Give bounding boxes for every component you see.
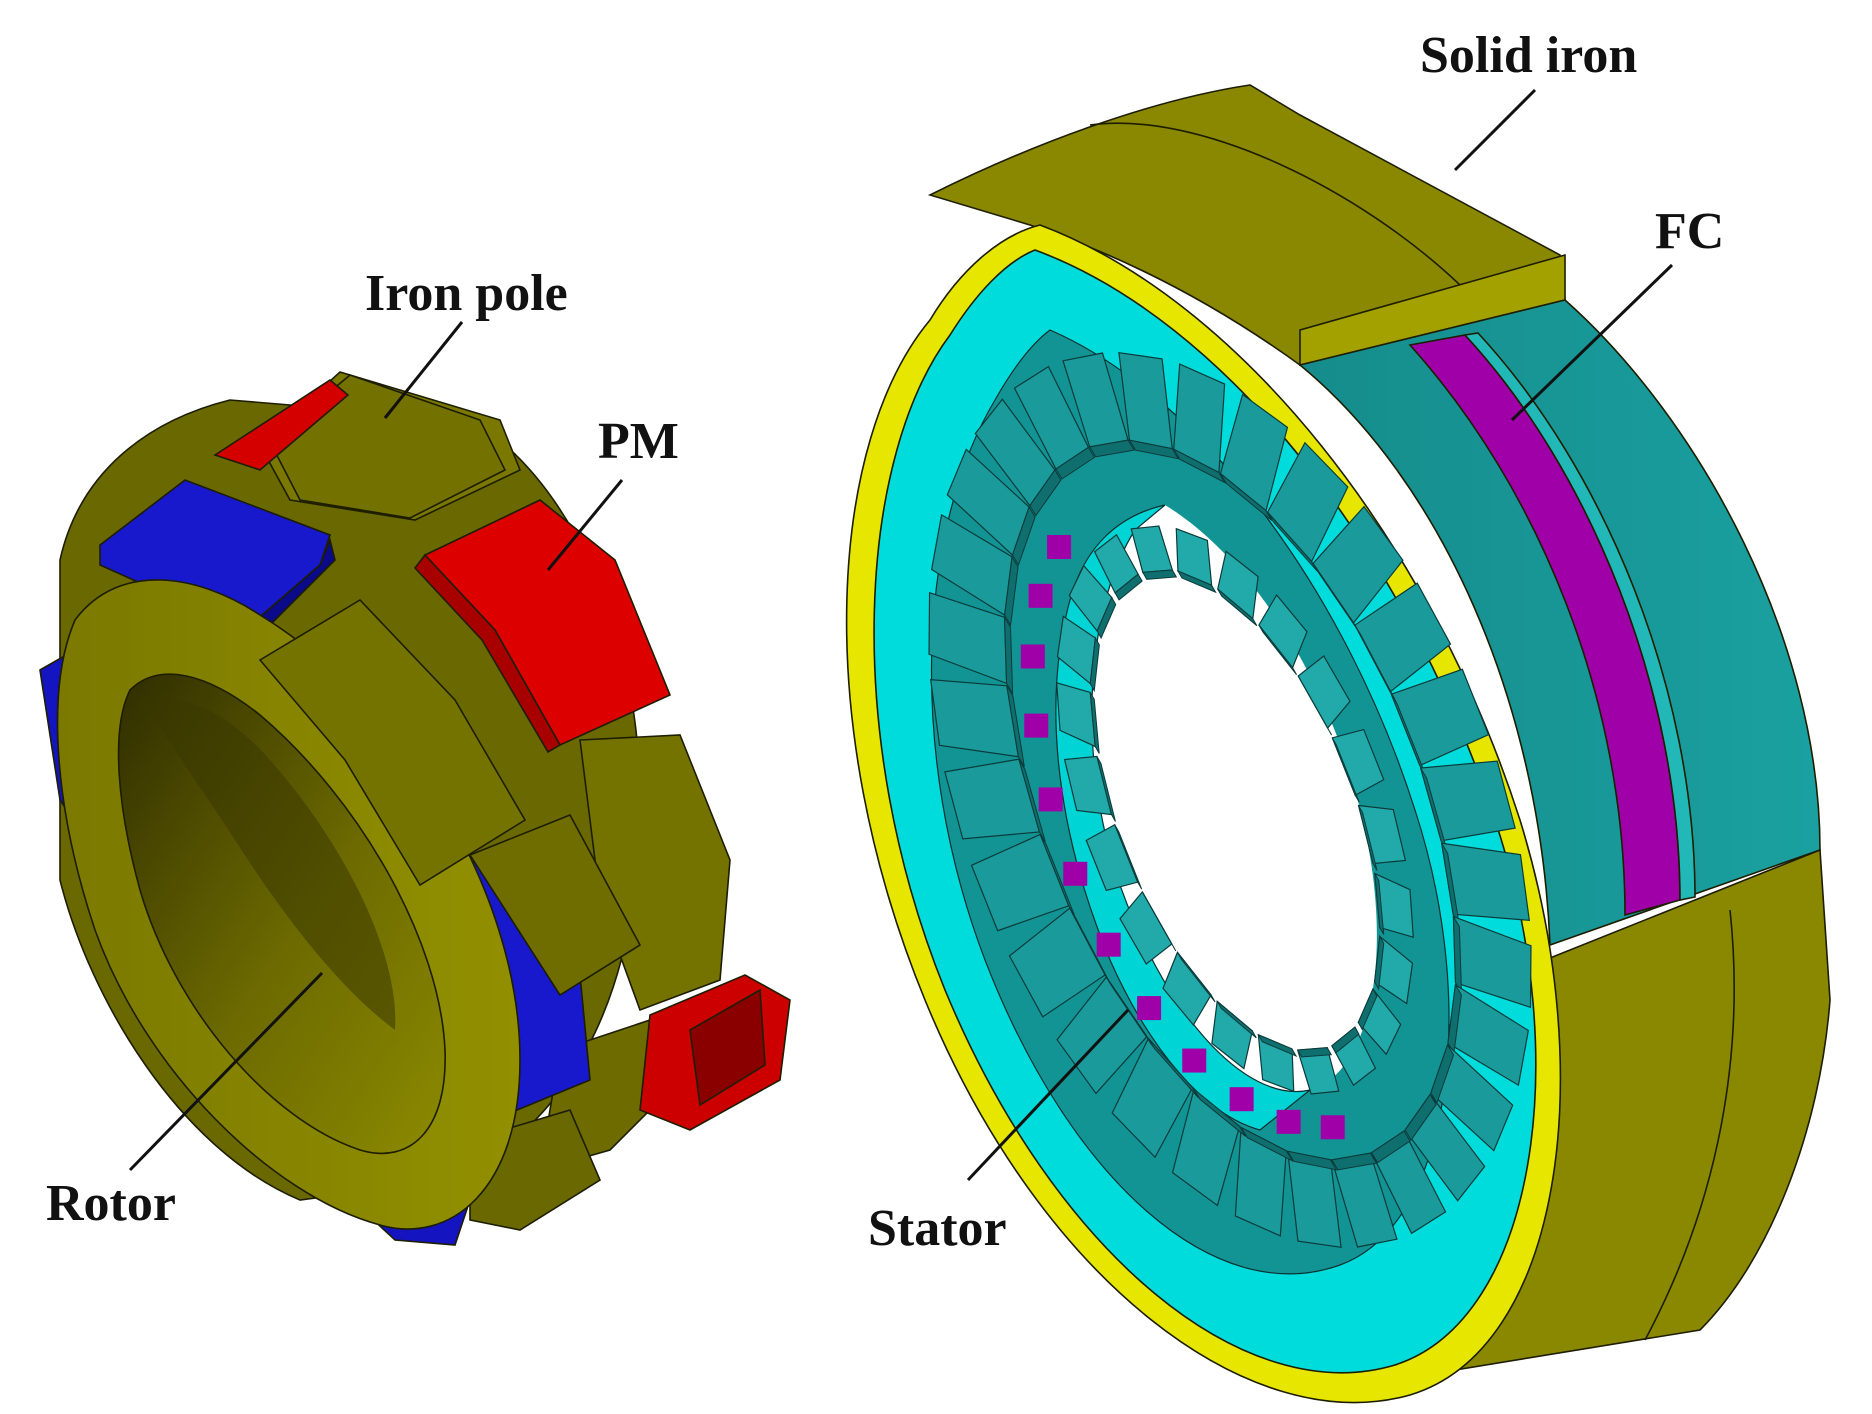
stator-tooth-shank (1003, 615, 1014, 696)
inner-tooth-shank (1176, 952, 1216, 1003)
fc-insert (1229, 1087, 1254, 1112)
inner-tooth-shank (1096, 596, 1117, 640)
inner-tooth-shank (1141, 569, 1178, 580)
stator-tooth-shank (1018, 758, 1046, 843)
rotor-bore (117, 673, 446, 1155)
label-stator: Stator (868, 1200, 1007, 1257)
leader-solid-iron (1453, 88, 1537, 172)
fc-insert (1063, 861, 1088, 886)
label-iron-pole: Iron pole (365, 265, 568, 322)
leader-fc (1510, 263, 1674, 422)
inner-tooth-shank (1331, 1026, 1360, 1054)
inner-tooth-shank (1216, 1000, 1257, 1039)
stator-tooth-shank (1128, 439, 1180, 460)
inner-tooth-shank (1374, 873, 1385, 935)
rotor-assembly (39, 371, 791, 1246)
stator-tooth-shank (1105, 976, 1154, 1047)
fc-insert (1020, 644, 1045, 669)
stator-tooth-shank (1147, 1038, 1199, 1099)
iron-pole-front (258, 598, 527, 887)
inner-tooth-shank (1176, 569, 1217, 594)
inner-tooth-shank (1374, 934, 1385, 991)
label-rotor: Rotor (46, 1175, 176, 1232)
label-solid-iron: Solid iron (1420, 27, 1637, 84)
leader-iron-pole (383, 321, 464, 419)
stator-tooth-shank (1220, 473, 1273, 522)
stator-tooth-shank (1029, 469, 1062, 517)
stator-tooth-shank (1331, 1152, 1378, 1171)
fc-slot-inserts (1020, 534, 1345, 1140)
fc-insert (1320, 1115, 1345, 1140)
label-pm: PM (598, 413, 679, 470)
inner-stator-teeth (1056, 525, 1414, 1095)
pm-red-main-side (413, 553, 562, 754)
stator-teeth (928, 351, 1532, 1249)
fc-insert (1047, 534, 1072, 559)
stator-tooth-shank (1404, 1093, 1437, 1141)
pm-red-lower-side (689, 988, 766, 1107)
inner-tooth-shank (1357, 987, 1378, 1031)
stator-tooth (929, 678, 1020, 758)
inner-tooth-shank (1358, 805, 1378, 871)
stator-tooth-shank (1004, 555, 1019, 627)
fc-ring-edge (1463, 332, 1696, 901)
leader-pm (546, 479, 624, 571)
stator-tooth-shank (1055, 446, 1096, 480)
inner-tooth-shank (1114, 573, 1143, 601)
fc-insert (1137, 996, 1162, 1021)
stator-tooth-shank (1172, 447, 1227, 484)
stator-tooth-shank (1193, 1088, 1246, 1137)
annotations: Iron pole PM Rotor Solid iron FC Stator (46, 27, 1724, 1257)
inner-tooth-shank (1257, 1033, 1298, 1058)
solid-iron-top-seam (1089, 122, 1461, 286)
stator-tooth-shank (1011, 505, 1036, 567)
rotor-bore-inner (150, 700, 396, 1030)
fc-insert (1182, 1048, 1207, 1073)
stator-tooth-shank (1039, 834, 1076, 917)
stator-tooth-shank (1069, 907, 1112, 986)
fc-insert (1096, 932, 1121, 957)
inner-tooth-shank (1114, 824, 1143, 890)
stator-tooth-shank (1088, 439, 1135, 458)
stator-tooth-shank (1239, 1126, 1294, 1163)
fc-insert (1276, 1109, 1301, 1134)
fc-insert (1028, 583, 1053, 608)
inner-tooth-shank (1217, 588, 1258, 627)
iron-pole-front-2 (468, 813, 642, 997)
inner-tooth-shank (1089, 636, 1100, 693)
stator-assembly (845, 84, 1831, 1404)
inner-tooth-shank (1141, 891, 1177, 952)
label-fc: FC (1655, 203, 1724, 260)
solid-iron-top (927, 84, 1566, 366)
solid-iron-bottom-seam (1644, 909, 1735, 1341)
leader-stator (966, 1008, 1130, 1182)
pm-red-top (213, 379, 350, 471)
fc-insert (1024, 713, 1049, 738)
inner-tooth-shank (1089, 692, 1100, 754)
stator-tooth-shank (1370, 1130, 1411, 1164)
stator-tooth-shank (1006, 685, 1025, 767)
inner-tooth-shank (1331, 737, 1360, 803)
fc-insert (1038, 787, 1063, 812)
leader-rotor (128, 971, 324, 1172)
inner-tooth-shank (1096, 756, 1116, 822)
inner-tooth-shank (1258, 624, 1298, 675)
stator-tooth-shank (1286, 1150, 1338, 1171)
inner-tooth-shank (1296, 1047, 1333, 1058)
stator-tooth-shank (1354, 624, 1397, 703)
